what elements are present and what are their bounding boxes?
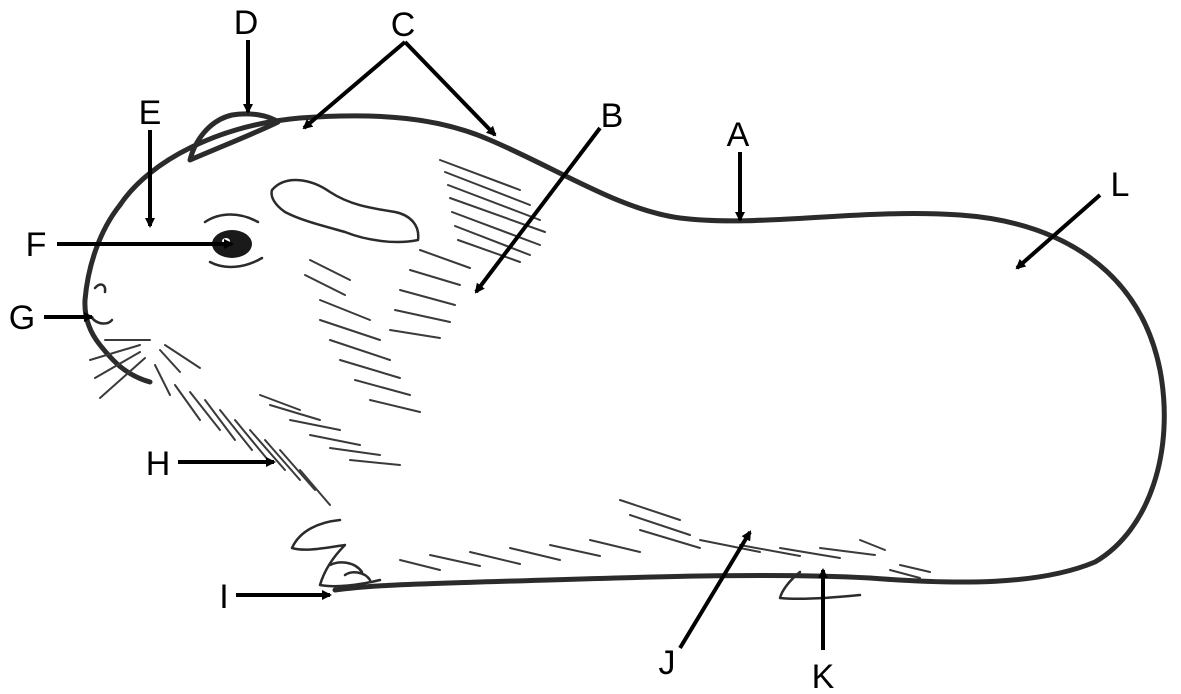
nose <box>95 285 105 292</box>
label-f: F <box>26 226 47 264</box>
front-paw-toes <box>330 562 370 580</box>
label-g: G <box>9 299 35 337</box>
label-c: C <box>391 6 416 44</box>
label-l: L <box>1111 166 1130 204</box>
belly-fur <box>400 500 885 570</box>
face-outline <box>85 205 150 382</box>
label-j: J <box>659 644 676 682</box>
label-b: B <box>601 97 624 135</box>
label-e: E <box>139 94 162 132</box>
eye-brow <box>205 215 258 223</box>
label-h: H <box>146 445 171 483</box>
label-d: D <box>234 4 259 42</box>
label-k: K <box>812 658 835 694</box>
labels: A B C D E F G H I J K L <box>9 4 1130 694</box>
eye-lower-lid <box>210 258 262 267</box>
whiskers <box>90 340 200 398</box>
arrow-j <box>680 532 750 648</box>
rear-fur-tuft <box>890 565 930 578</box>
chest-fur <box>175 385 400 505</box>
side-ear <box>272 180 419 242</box>
arrow-b <box>476 128 600 292</box>
guinea-pig-illustration <box>85 114 1164 599</box>
label-i: I <box>219 578 228 616</box>
mouth <box>92 318 112 324</box>
label-a: A <box>727 116 750 154</box>
